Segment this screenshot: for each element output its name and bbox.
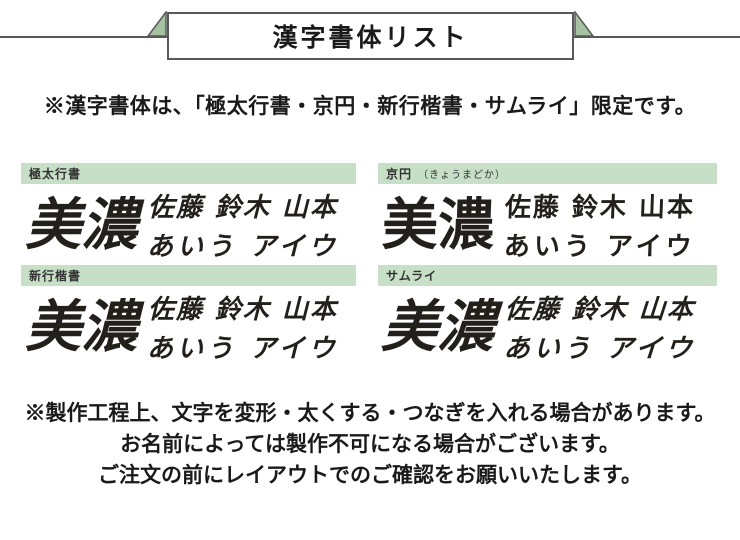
font-sample-cell-samurai: サムライ 美濃 佐藤 鈴木 山本 あいう アイウ [378,265,717,367]
font-sample: 美濃 佐藤 鈴木 山本 あいう アイウ [378,286,717,367]
font-label: 新行楷書 [29,269,82,283]
font-sample: 美濃 佐藤 鈴木 山本 あいう アイウ [21,286,356,367]
note-line-2: お名前によっては製作不可になる場合がございます。 [120,433,620,456]
sample-lines: 佐藤 鈴木 山本 あいう アイウ [503,187,697,263]
sample-kana-line: あいう アイウ [147,333,339,364]
font-label-bar: サムライ [378,265,717,286]
font-label-reading: （きょうまどか） [418,170,507,181]
font-label-bar: 極太行書 [21,163,356,184]
ribbon-fold-right-icon [574,11,594,37]
font-label-bar: 京円 （きょうまどか） [378,163,717,184]
font-label: 京円 [386,167,413,181]
title-banner: 漢字書体リスト [167,12,574,60]
restriction-note: ※漢字書体は、「極太行書・京円・新行楷書・サムライ」限定です。 [43,95,697,118]
sample-names-line: 佐藤 鈴木 山本 [147,294,338,325]
sample-lines: 佐藤 鈴木 山本 あいう アイウ [147,289,339,365]
font-sample-grid: 極太行書 美濃 佐藤 鈴木 山本 あいう アイウ 京円 （きょうまどか） 美濃 … [21,163,718,367]
sample-lines: 佐藤 鈴木 山本 あいう アイウ [502,289,697,365]
font-sample: 美濃 佐藤 鈴木 山本 あいう アイウ [21,184,356,265]
font-label-bar: 新行楷書 [21,265,356,286]
font-label: 極太行書 [29,167,82,181]
sample-names-line: 佐藤 鈴木 山本 [504,192,696,223]
sample-large-text: 美濃 [380,191,496,258]
font-label: サムライ [386,269,438,283]
sample-large-text: 美濃 [25,191,137,258]
sample-kana-line: あいう アイウ [503,231,697,262]
sample-kana-line: あいう アイウ [502,333,697,364]
production-notes: ※製作工程上、文字を変形・太くする・つなぎを入れる場合があります。 お名前によっ… [0,398,740,491]
sample-large-text: 美濃 [379,293,497,360]
sample-names-line: 佐藤 鈴木 山本 [503,294,696,325]
note-line-1: ※製作工程上、文字を変形・太くする・つなぎを入れる場合があります。 [24,402,716,425]
sample-lines: 佐藤 鈴木 山本 あいう アイウ [147,187,339,263]
ribbon-fold-left-shape [147,11,167,37]
font-sample-cell-gokubuto-gyosho: 極太行書 美濃 佐藤 鈴木 山本 あいう アイウ [21,163,356,265]
ribbon-fold-left-icon [147,11,167,37]
page-title: 漢字書体リスト [272,24,469,52]
font-sample-cell-kyomadoka: 京円 （きょうまどか） 美濃 佐藤 鈴木 山本 あいう アイウ [378,163,717,265]
font-sample: 美濃 佐藤 鈴木 山本 あいう アイウ [378,184,717,265]
sample-large-text: 美濃 [25,293,137,360]
note-line-3: ご注文の前にレイアウトでのご確認をお願いいたします。 [98,464,642,487]
sample-names-line: 佐藤 鈴木 山本 [147,192,338,223]
title-ribbon: 漢字書体リスト [0,0,740,64]
font-sample-cell-shingyo-kaisho: 新行楷書 美濃 佐藤 鈴木 山本 あいう アイウ [21,265,356,367]
ribbon-fold-right-shape [574,11,594,37]
sample-kana-line: あいう アイウ [147,231,339,262]
